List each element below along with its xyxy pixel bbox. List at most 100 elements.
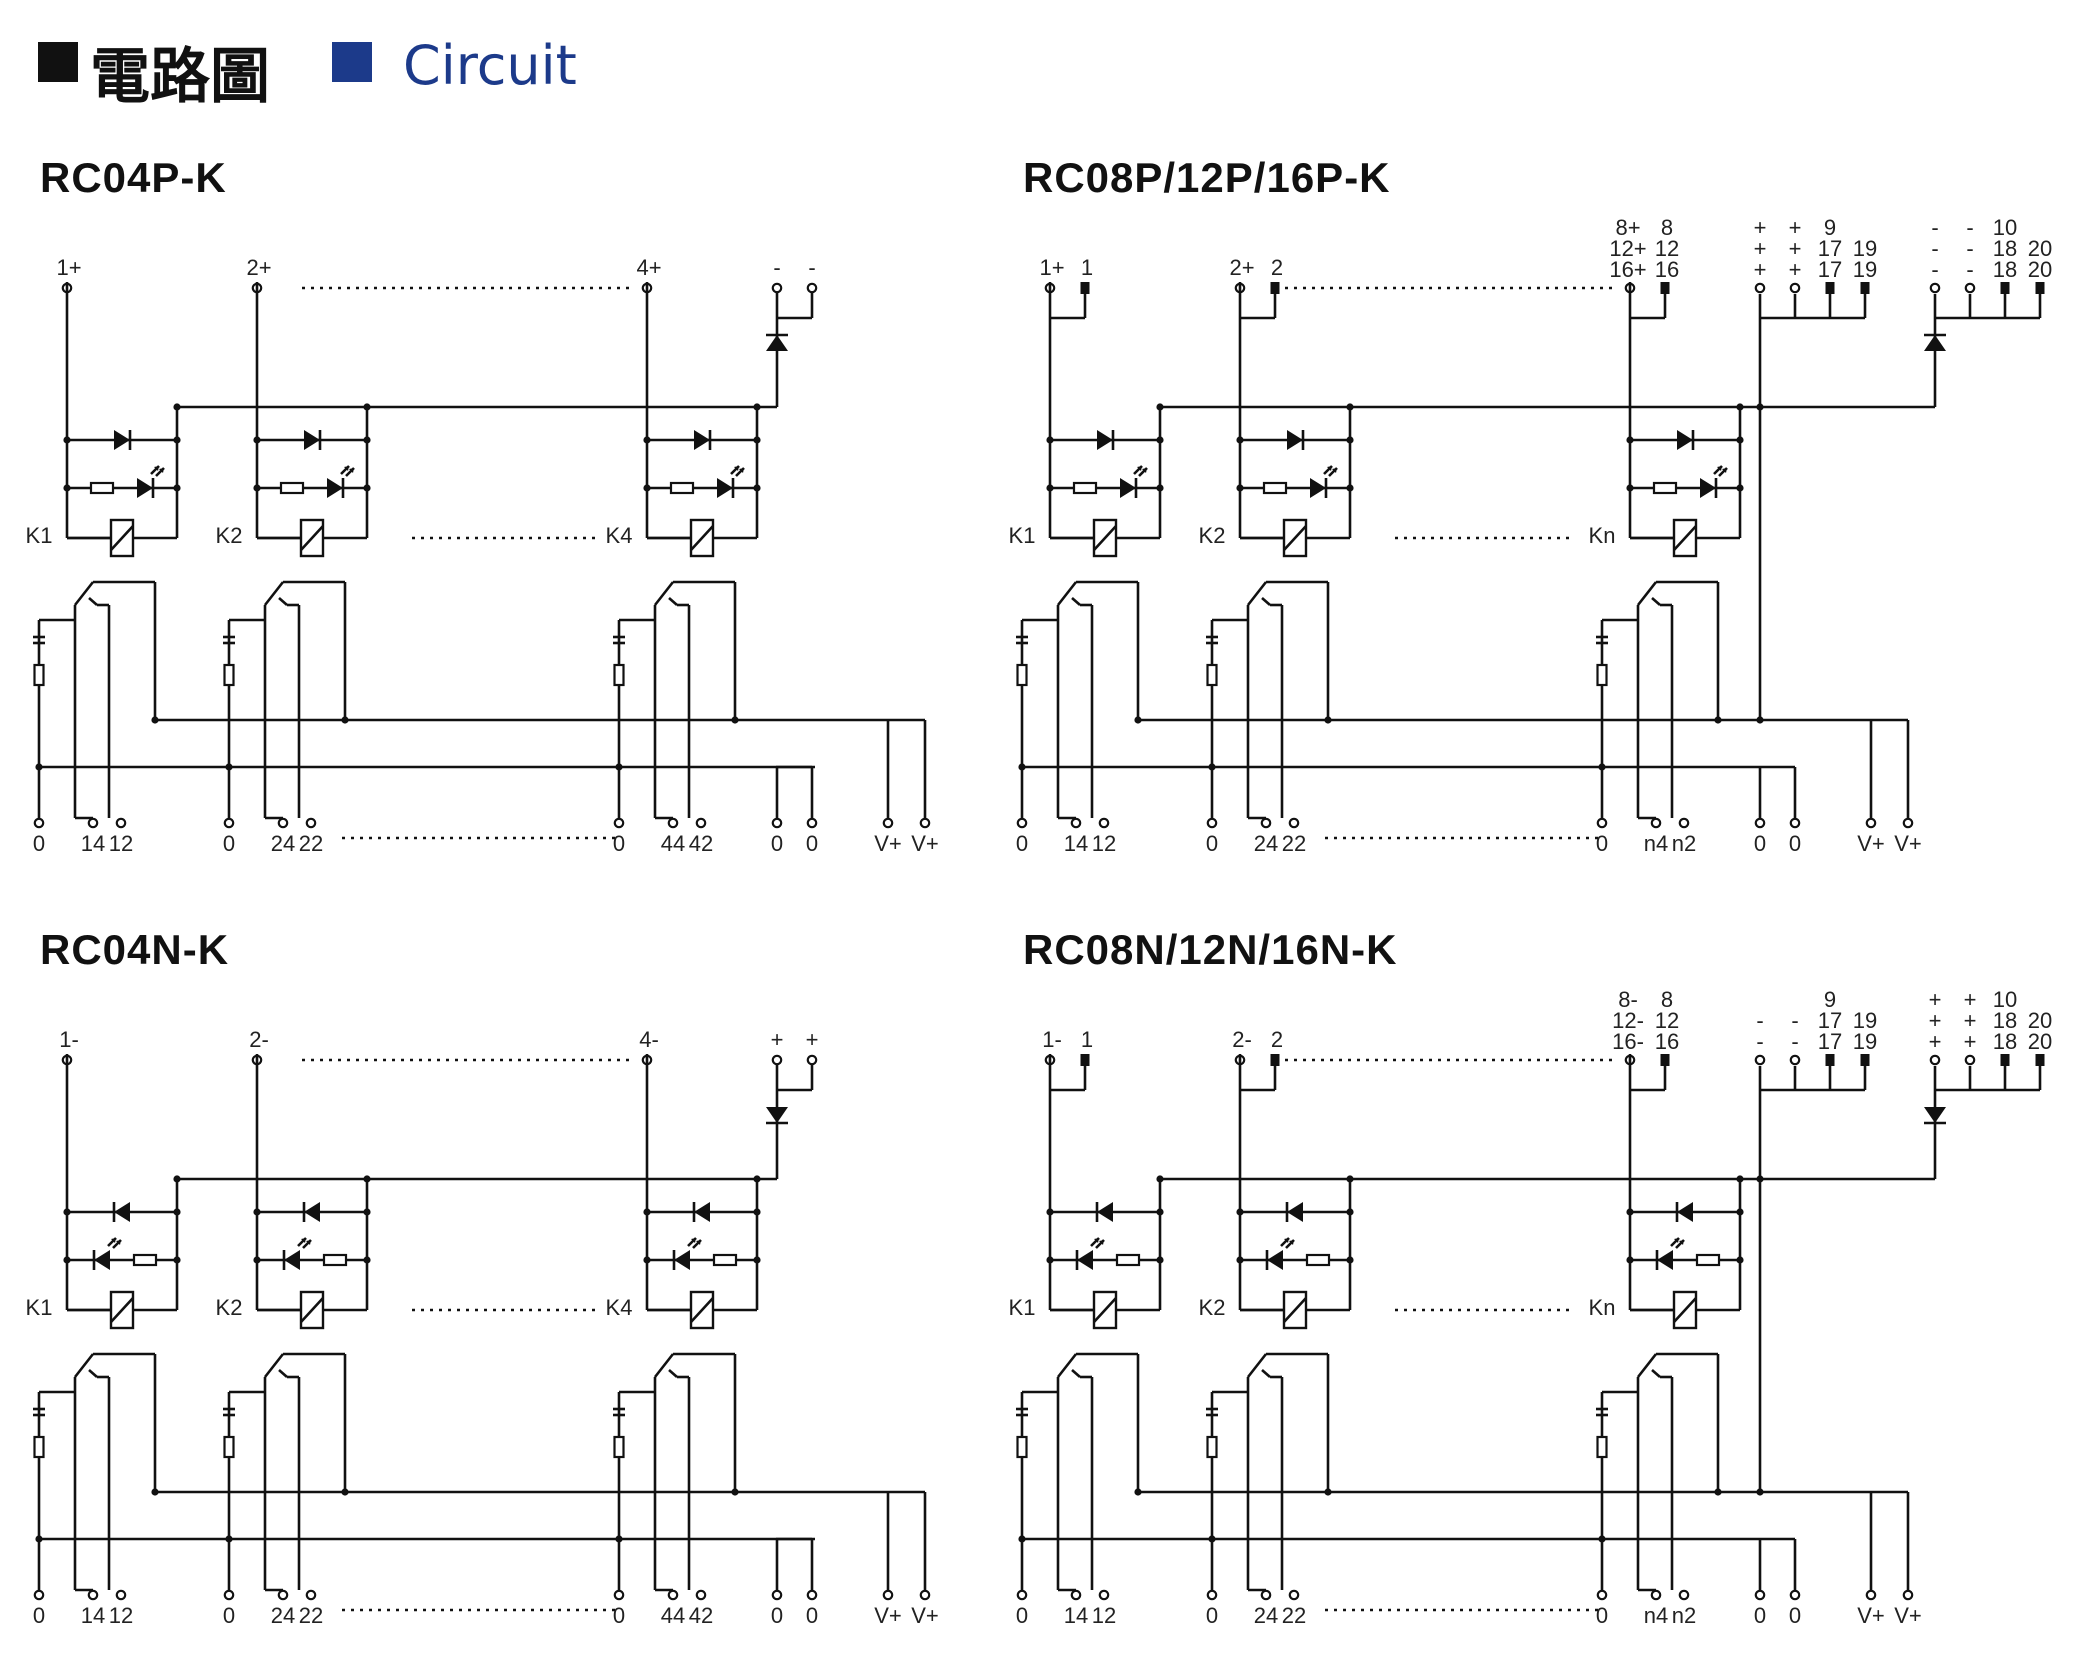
- junction-dot: [1324, 716, 1332, 724]
- terminal-icon: [1678, 817, 1690, 829]
- relay-coil-slash: [1283, 525, 1307, 551]
- square-terminal-icon: [1860, 1054, 1870, 1066]
- contact-nc-tick: [1261, 597, 1271, 606]
- junction-dot: [253, 436, 261, 444]
- junction-dot: [1236, 1208, 1244, 1216]
- stacked-terminal-label: 12: [1655, 1008, 1679, 1033]
- relay-label: K1: [1009, 1295, 1036, 1320]
- resistor-icon: [322, 1253, 348, 1267]
- bottom-terminal-label: 24: [1254, 1603, 1278, 1628]
- relay-coil-slash: [110, 1297, 134, 1323]
- diode-icon: [674, 1250, 690, 1270]
- resistor-icon: [279, 481, 305, 495]
- relay-label: K1: [26, 1295, 53, 1320]
- contact-arm-icon: [1246, 581, 1268, 606]
- bottom-terminal-label: n4: [1644, 831, 1668, 856]
- led-arrowhead: [301, 1238, 306, 1243]
- stacked-terminal-label: 10: [1993, 987, 2017, 1012]
- contact-arm-icon: [1636, 581, 1658, 606]
- stacked-terminal-label: 16+: [1609, 257, 1646, 282]
- stacked-terminal-label: +: [1789, 215, 1802, 240]
- diode-icon: [694, 1202, 710, 1222]
- junction-dot: [173, 484, 181, 492]
- contact-arm-icon: [73, 581, 95, 606]
- stacked-terminal-label: -: [1966, 215, 1973, 240]
- led-arrowhead: [1284, 1238, 1289, 1243]
- terminal-icon: [1070, 817, 1082, 829]
- stacked-terminal-label: 12: [1655, 236, 1679, 261]
- resistor-icon: [1206, 663, 1218, 687]
- junction-dot: [1046, 1256, 1054, 1264]
- bottom-terminal-label: 14: [81, 1603, 105, 1628]
- relay-coil-slash: [300, 525, 324, 551]
- top-terminal-label: 2+: [1229, 255, 1254, 280]
- top-terminal-label: 1-: [1042, 1027, 1062, 1052]
- bottom-terminal-label: V+: [874, 831, 902, 856]
- resistor-icon: [1596, 663, 1608, 687]
- junction-dot: [753, 1175, 761, 1183]
- square-terminal-icon: [1080, 1054, 1090, 1066]
- bottom-terminal-label: 14: [1064, 831, 1088, 856]
- terminal-icon: [771, 1589, 783, 1601]
- bottom-terminal-label: 14: [81, 831, 105, 856]
- junction-dot: [1156, 1256, 1164, 1264]
- resistor-icon: [1072, 481, 1098, 495]
- contact-nc-tick: [1651, 597, 1661, 606]
- bottom-terminal-label: 0: [1789, 831, 1801, 856]
- stacked-terminal-label: 9: [1824, 987, 1836, 1012]
- diagram-title: RC04P-K: [40, 154, 227, 201]
- terminal-icon: [1206, 1589, 1218, 1601]
- terminal-icon: [33, 817, 45, 829]
- diode-icon: [327, 478, 343, 498]
- led-arrowhead: [1099, 1240, 1104, 1245]
- relay-label: K2: [1199, 1295, 1226, 1320]
- resistor-icon: [132, 1253, 158, 1267]
- bottom-terminal-label: 44: [661, 1603, 685, 1628]
- bottom-terminal-label: 0: [223, 1603, 235, 1628]
- junction-dot: [643, 436, 651, 444]
- bottom-terminal-label: 14: [1064, 1603, 1088, 1628]
- terminal-icon: [1929, 282, 1941, 294]
- diode-icon: [694, 430, 710, 450]
- bottom-terminal-label: n2: [1672, 1603, 1696, 1628]
- diode-icon: [1924, 1107, 1946, 1123]
- stacked-terminal-label: 17: [1818, 257, 1842, 282]
- led-arrowhead: [696, 1240, 701, 1245]
- junction-dot: [253, 1256, 261, 1264]
- stacked-terminal-label: +: [1929, 987, 1942, 1012]
- stacked-terminal-label: 17: [1818, 1029, 1842, 1054]
- stacked-terminal-label: 12-: [1612, 1008, 1644, 1033]
- led-arrowhead: [1722, 468, 1727, 473]
- top-terminal-label: 2-: [1232, 1027, 1252, 1052]
- diode-icon: [304, 1202, 320, 1222]
- stacked-terminal-label: 8: [1661, 987, 1673, 1012]
- contact-nc-tick: [1261, 1369, 1271, 1378]
- bottom-terminal-label: 22: [1282, 831, 1306, 856]
- header-square-blue-icon: [332, 42, 372, 82]
- resistor-icon: [223, 663, 235, 687]
- bottom-terminal-label: 42: [689, 831, 713, 856]
- terminal-icon: [1754, 282, 1766, 294]
- led-arrowhead: [349, 468, 354, 473]
- bottom-terminal-label: V+: [911, 831, 939, 856]
- stacked-terminal-label: 19: [1853, 1008, 1877, 1033]
- top-terminal-label: 1: [1081, 255, 1093, 280]
- terminal-icon: [1070, 1589, 1082, 1601]
- diode-icon: [114, 430, 130, 450]
- junction-dot: [363, 484, 371, 492]
- stacked-terminal-label: +: [1964, 987, 1977, 1012]
- bottom-terminal-label: V+: [874, 1603, 902, 1628]
- relay-coil-slash: [690, 525, 714, 551]
- terminal-icon: [1754, 817, 1766, 829]
- relay-coil-slash: [1673, 525, 1697, 551]
- terminal-icon: [1596, 1589, 1608, 1601]
- resistor-icon: [1115, 1253, 1141, 1267]
- junction-dot: [1236, 484, 1244, 492]
- junction-dot: [341, 716, 349, 724]
- bottom-terminal-label: 24: [271, 831, 295, 856]
- stacked-terminal-label: 10: [1993, 215, 2017, 240]
- bottom-terminal-label: 0: [1754, 831, 1766, 856]
- junction-dot: [363, 1256, 371, 1264]
- top-terminal-label: 2-: [249, 1027, 269, 1052]
- resistor-icon: [33, 663, 45, 687]
